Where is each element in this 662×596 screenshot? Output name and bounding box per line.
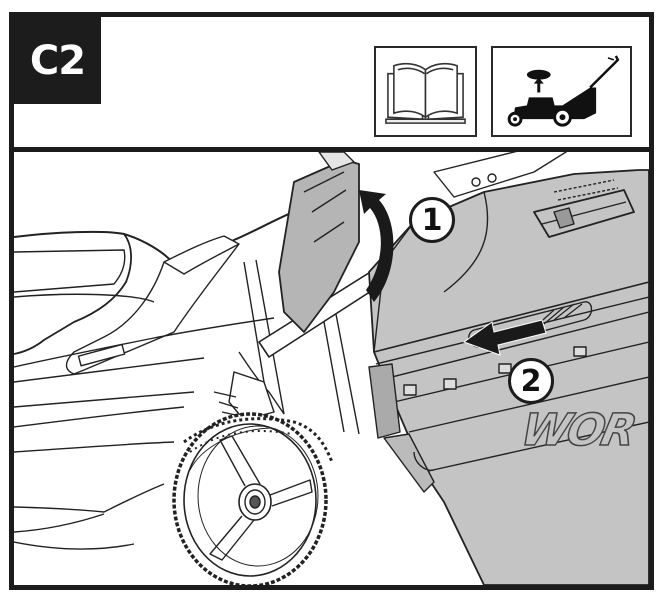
panel-header: C2 [14, 17, 649, 152]
open-book-icon [385, 62, 466, 124]
step-label: C2 [29, 37, 86, 84]
callout-step-2: 2 [508, 358, 554, 404]
mower-bag-drawing [14, 152, 649, 585]
callout-number: 1 [421, 202, 443, 238]
assembly-illustration: 1 2 WOR [14, 152, 649, 585]
brand-logo: WOR [516, 404, 639, 457]
lawn-mower-icon [507, 55, 620, 127]
callout-number: 2 [520, 363, 542, 399]
instruction-panel: C2 [9, 12, 654, 590]
read-manual-icon [374, 46, 477, 137]
step-badge: C2 [14, 17, 101, 104]
callout-step-1: 1 [409, 197, 455, 243]
mower-grass-bag-icon [491, 46, 632, 137]
